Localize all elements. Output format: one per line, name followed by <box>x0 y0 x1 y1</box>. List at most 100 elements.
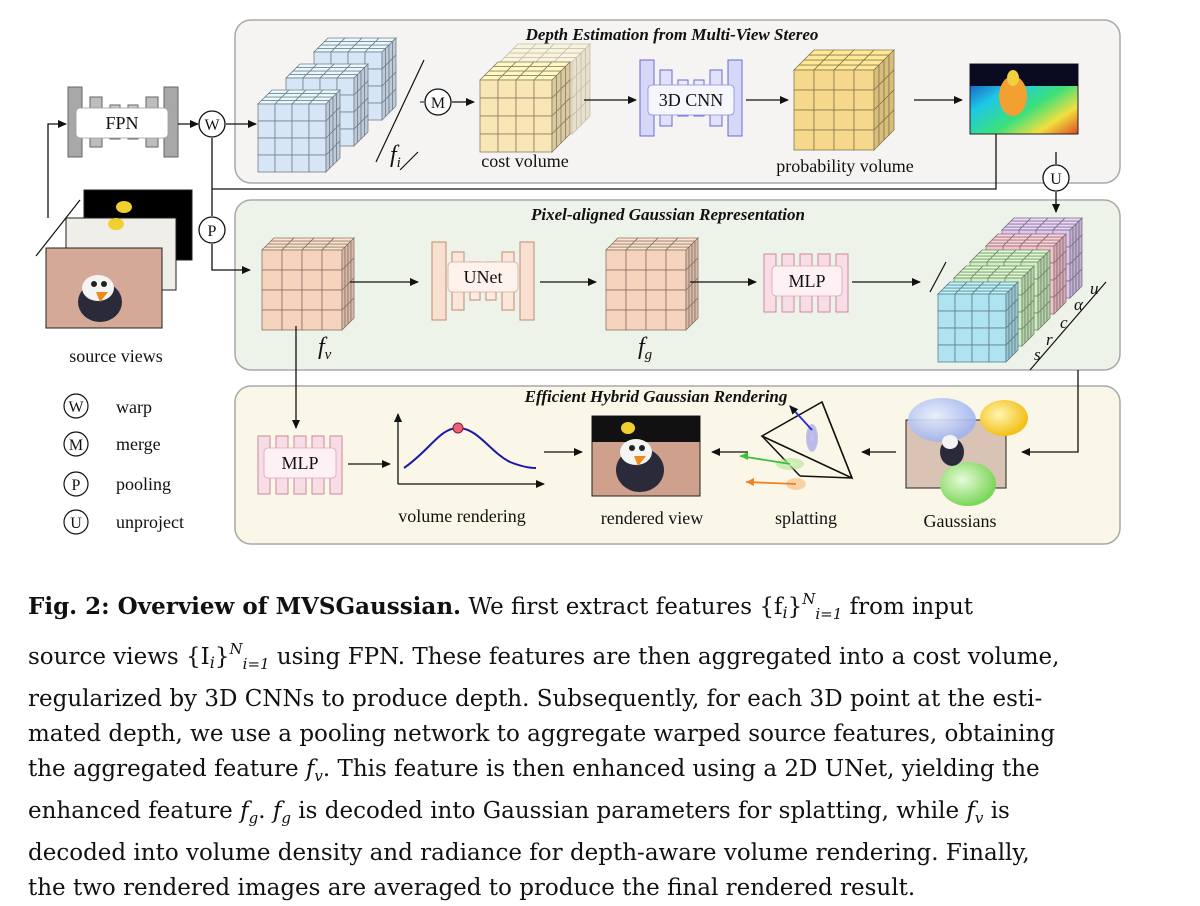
cube-cell <box>270 237 295 242</box>
cube-cell <box>833 109 855 131</box>
cube-cell <box>611 240 636 245</box>
cube-cell <box>605 269 627 291</box>
cube-cell <box>530 43 555 49</box>
cube-cell <box>954 327 973 346</box>
cube-cell <box>625 249 647 271</box>
cube-cell <box>971 327 990 346</box>
cube-cell <box>833 69 855 91</box>
cube-cell <box>1021 325 1026 347</box>
cube-cell <box>937 293 956 312</box>
cube-cell <box>353 124 358 147</box>
cube-cell <box>853 89 875 111</box>
cube-cell <box>625 269 647 291</box>
cube-cell <box>853 69 875 91</box>
gaussians-label: Gaussians <box>924 511 997 531</box>
cube-cell <box>1027 319 1032 341</box>
cube-cell <box>533 115 553 135</box>
legend-item-pooling: P pooling <box>63 471 171 497</box>
legend-item-merge: M merge <box>63 431 161 457</box>
svg-text:P: P <box>208 223 217 240</box>
cube-cell <box>1046 300 1051 322</box>
cube-cell <box>576 70 582 95</box>
cube-cell <box>321 249 343 271</box>
cube-cell <box>336 140 341 163</box>
cube-cell <box>645 246 670 251</box>
legend-item-warp: W warp <box>63 393 152 419</box>
cube-cell <box>688 263 693 288</box>
cube-cell <box>381 98 386 121</box>
unet-label: UNet <box>464 267 503 287</box>
caption-lead: Fig. 2: Overview of MVSGaussian. <box>28 593 462 620</box>
cube-cell <box>341 246 346 271</box>
cube-cell <box>565 115 571 140</box>
cube-cell <box>548 43 573 49</box>
cube-cell <box>937 344 956 363</box>
cube-cell <box>515 133 535 153</box>
cube-cell <box>310 237 335 242</box>
cube-cell <box>512 43 537 49</box>
cube-cell <box>284 243 309 248</box>
cube-cell <box>988 344 1007 363</box>
cube-cell <box>344 283 349 308</box>
cube-cell <box>301 289 323 311</box>
cube-cell <box>508 48 533 54</box>
cube-cell <box>954 344 973 363</box>
cube-cell <box>360 117 365 140</box>
merge-op: M <box>424 88 452 116</box>
cube-cell <box>971 293 990 312</box>
cube-cell <box>654 237 679 242</box>
cube-cell <box>321 269 343 291</box>
cube-cell <box>274 103 293 122</box>
unet-block: UNet <box>431 241 535 321</box>
cube-cell <box>571 56 577 81</box>
svg-text:warp: warp <box>116 397 152 417</box>
cube-cell <box>301 269 323 291</box>
cube-cell <box>665 269 687 291</box>
cube-cell <box>308 120 327 139</box>
cube-cell <box>553 57 578 63</box>
mlp-top-label: MLP <box>788 271 825 291</box>
cube-cell <box>648 243 673 248</box>
cube-cell <box>301 309 323 331</box>
param-u: u <box>1090 279 1099 298</box>
cube-cell <box>290 237 315 242</box>
cube-cell <box>327 240 352 245</box>
cube-cell <box>557 52 582 58</box>
cube-cell <box>691 260 696 285</box>
cube-cell <box>813 89 835 111</box>
cube-cell <box>1069 277 1074 299</box>
cube-cell <box>364 114 369 137</box>
cube-cell <box>625 289 647 311</box>
cube-cell <box>1037 309 1042 331</box>
svg-text:unproject: unproject <box>116 512 184 532</box>
cube-cell <box>330 237 355 242</box>
cube-cell <box>691 280 696 305</box>
cube-cell <box>304 243 329 248</box>
cube-cell <box>813 109 835 131</box>
cube-cell <box>665 246 690 251</box>
cube-cell <box>631 240 656 245</box>
cube-cell <box>257 154 276 173</box>
feature-volumes-fi <box>257 37 397 173</box>
cube-cell <box>544 48 569 54</box>
cube-cell <box>671 240 696 245</box>
cube-cell <box>344 243 349 268</box>
fg-label: fg <box>638 334 653 363</box>
cube-cell <box>521 52 546 58</box>
cube-cell <box>274 120 293 139</box>
cube-cell <box>341 286 346 311</box>
warp-op: W <box>198 110 226 138</box>
legend: W warp M merge P pooling U unproject <box>63 393 184 535</box>
cube-cell <box>325 150 330 173</box>
cube-cell <box>1075 271 1080 293</box>
cube-cell <box>605 246 630 251</box>
cube-cell <box>503 52 528 58</box>
enhanced-feature-fg <box>605 237 699 331</box>
cube-cell <box>665 249 687 271</box>
cube-cell <box>533 133 553 153</box>
cube-cell <box>793 69 815 91</box>
cube-cell <box>793 89 815 111</box>
cube-cell <box>1014 332 1019 354</box>
cube-cell <box>566 43 591 49</box>
cube-cell <box>585 43 591 68</box>
